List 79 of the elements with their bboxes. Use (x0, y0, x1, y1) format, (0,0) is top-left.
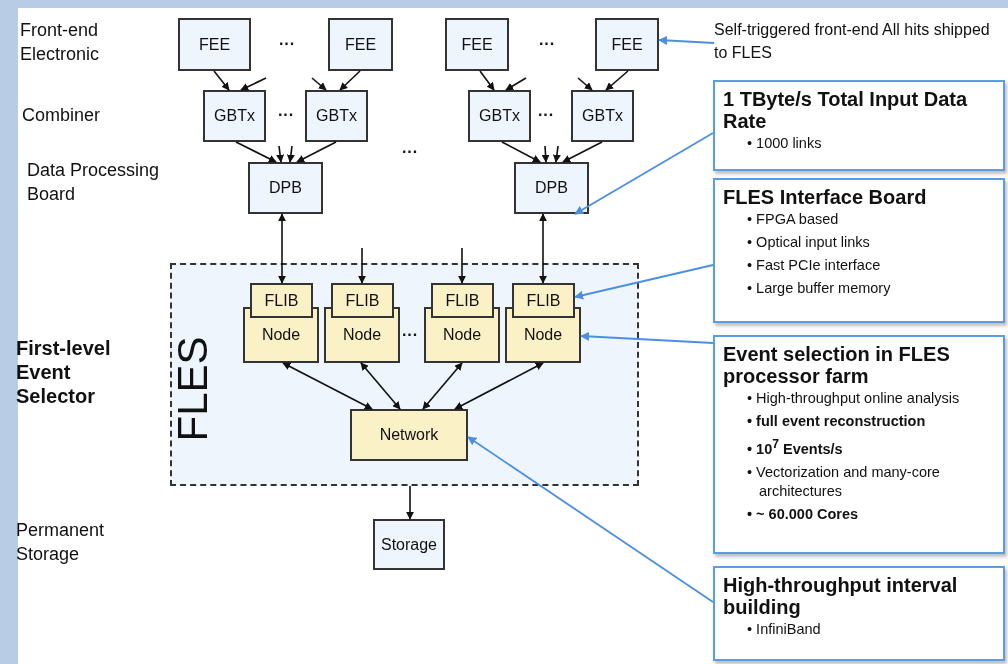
flib-box: FLIB (331, 283, 394, 318)
arrow (296, 141, 337, 163)
arrow (422, 362, 463, 410)
annotation-text: Self-triggered front-end All hits shipped to FLES (714, 18, 1004, 68)
arrow (235, 141, 277, 163)
callout-arrow (574, 264, 714, 300)
arrow (282, 362, 373, 410)
arrow (562, 141, 603, 163)
flib-box: FLIB (250, 283, 313, 318)
bullet-item: • Fast PCIe interface (747, 256, 882, 275)
gbtx-box: GBTx (203, 90, 266, 142)
fee-box: FEE (328, 18, 393, 71)
arrow (552, 145, 561, 163)
fee-box: FEE (445, 18, 509, 71)
callout-box (713, 178, 1005, 323)
bullet-item: • 1000 links (747, 134, 823, 153)
arrow (541, 145, 550, 163)
row-label: Combiner (22, 104, 102, 127)
arrow (240, 77, 267, 91)
arrow (505, 77, 527, 91)
flib-box: FLIB (512, 283, 575, 318)
dpb-box: DPB (514, 162, 589, 214)
bullet-item: • ~ 60.000 Cores (747, 504, 860, 524)
arrow (605, 70, 629, 91)
ellipsis: ··· (538, 34, 556, 54)
ellipsis: ··· (537, 105, 555, 125)
arrow (539, 213, 547, 284)
arrow (311, 77, 327, 91)
arrow (278, 213, 286, 284)
arrow (501, 141, 541, 163)
gbtx-box: GBTx (305, 90, 368, 142)
arrow (276, 145, 285, 163)
arrow (286, 145, 295, 163)
fee-box: FEE (178, 18, 251, 71)
callout-arrow (658, 35, 715, 45)
row-label: Front-end Electronic (20, 19, 101, 66)
arrow (458, 247, 466, 284)
callout-box (713, 566, 1005, 661)
gbtx-box: GBTx (571, 90, 634, 142)
callout-arrow (574, 132, 714, 215)
callout-arrow (580, 331, 714, 344)
bullet-item: • 10$^{7}$ Events/s (747, 436, 844, 459)
ellipsis: ··· (401, 142, 419, 162)
arrow (358, 247, 366, 284)
bullet-item: • FPGA based (747, 210, 840, 229)
callout-box (713, 335, 1005, 554)
callout-arrow (467, 436, 714, 603)
fles-region (170, 263, 639, 486)
ellipsis: ··· (277, 105, 295, 125)
bullet-item: • Large buffer memory (747, 279, 892, 298)
storage-box: Storage (373, 519, 445, 570)
bullet-item: • Optical input links (747, 233, 871, 252)
ellipsis: ··· (401, 325, 419, 345)
row-label: Data Processing Board (27, 159, 161, 206)
bullet-item: • full event reconstruction (747, 412, 927, 431)
arrow (479, 70, 495, 91)
flib-box: FLIB (431, 283, 494, 318)
arrow (213, 70, 230, 91)
callout-heading: 1 TByte/s Total Input Data Rate (723, 88, 969, 132)
arrow (454, 362, 544, 410)
bullet-item: • Vectorization and many-core architectures (747, 462, 941, 501)
fee-box: FEE (595, 18, 659, 71)
row-label: First-level Event Selector (16, 336, 112, 408)
arrow (360, 362, 401, 410)
arrow (406, 485, 414, 520)
row-label: Permanent Storage (16, 519, 106, 566)
arrow (339, 70, 361, 91)
callout-box (713, 80, 1005, 171)
region-title: FLES (168, 336, 217, 442)
network-box: Network (350, 409, 468, 461)
bullet-item: • InfiniBand (747, 620, 822, 639)
callout-heading: FLES Interface Board (723, 186, 928, 208)
dpb-box: DPB (248, 162, 323, 214)
bullet-item: • High-throughput online analysis (747, 389, 961, 408)
callout-heading: Event selection in FLES processor farm (723, 343, 951, 387)
ellipsis: ··· (278, 34, 296, 54)
callout-heading: High-throughput interval building (723, 574, 959, 618)
gbtx-box: GBTx (468, 90, 531, 142)
arrow (577, 77, 593, 91)
